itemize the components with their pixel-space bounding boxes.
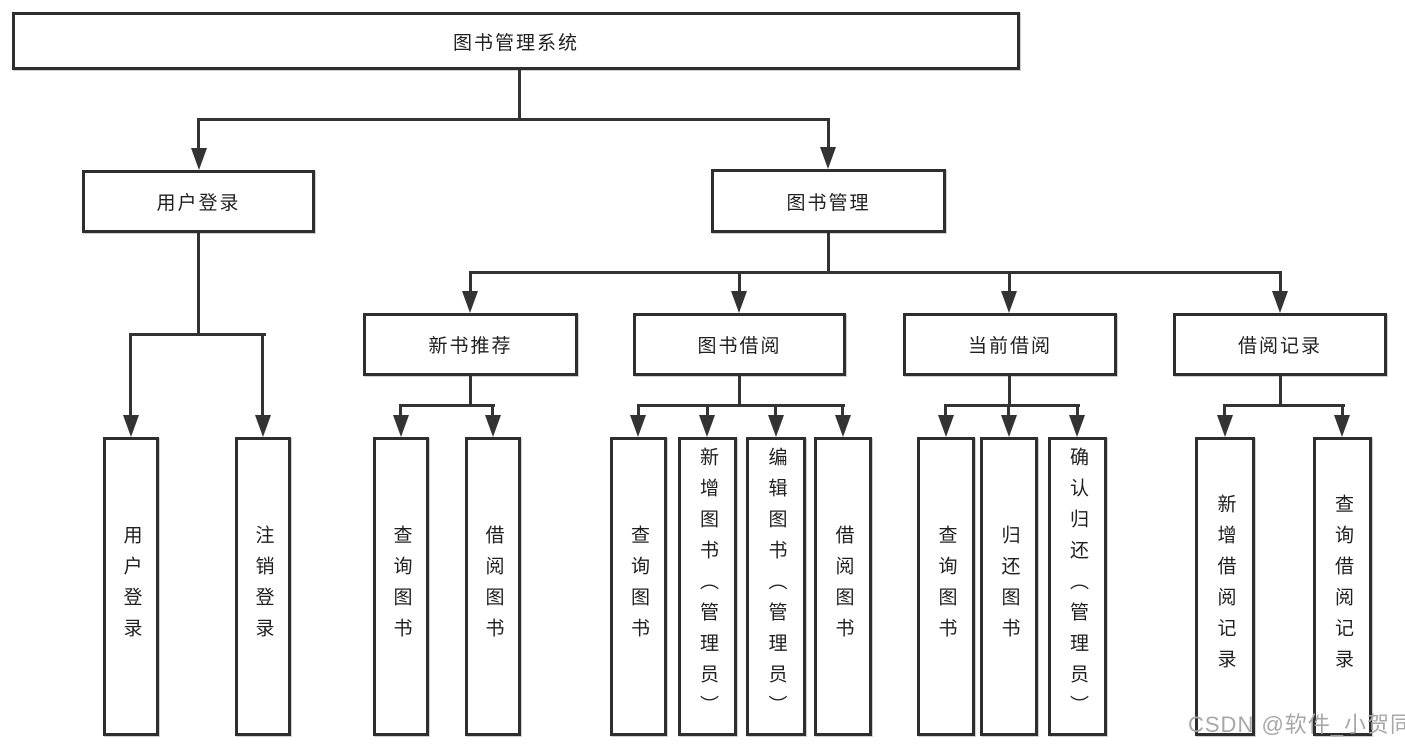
node-leaf-bb-add-books-label: 新增图书（管理员） — [697, 447, 718, 726]
connector-line — [399, 404, 402, 417]
node-leaf-logout-label: 注销登录 — [252, 524, 274, 649]
arrowhead-down-icon — [1001, 291, 1017, 313]
arrowhead-down-icon — [255, 415, 271, 437]
arrowhead-down-icon — [768, 415, 784, 437]
node-leaf-bb-query-books-label: 查询图书 — [628, 524, 649, 649]
node-leaf-br-query-record-label: 查询借阅记录 — [1332, 493, 1353, 680]
connector-line — [827, 118, 830, 149]
connector-line — [1008, 376, 1011, 406]
csdn-watermark: CSDN @软件_小贺同学 — [1188, 712, 1405, 737]
arrowhead-down-icon — [1334, 415, 1350, 437]
node-leaf-bb-edit-books-label: 编辑图书（管理员） — [765, 447, 787, 726]
connector-line — [774, 404, 777, 417]
node-leaf-bb-borrow-books-label: 借阅图书 — [832, 524, 854, 649]
node-leaf-cb-query-books-label: 查询图书 — [935, 524, 957, 649]
connector-line — [129, 333, 266, 336]
connector-line — [261, 333, 264, 415]
node-leaf-bb-edit-books: 编辑图书（管理员） — [746, 437, 806, 736]
connector-line — [706, 404, 709, 417]
arrowhead-down-icon — [462, 291, 478, 313]
arrowhead-down-icon — [123, 415, 139, 437]
node-leaf-cb-return-books-label: 归还图书 — [998, 524, 1020, 649]
arrowhead-down-icon — [191, 148, 207, 170]
connector-line — [1008, 271, 1011, 293]
connector-line — [491, 404, 494, 417]
arrowhead-down-icon — [938, 415, 954, 437]
connector-line — [399, 404, 495, 407]
arrowhead-down-icon — [835, 415, 851, 437]
node-borrowing-records-label: 借阅记录 — [1237, 336, 1322, 357]
arrowhead-down-icon — [1217, 415, 1233, 437]
node-borrowing-records: 借阅记录 — [1173, 313, 1387, 376]
node-leaf-logout: 注销登录 — [235, 437, 291, 736]
connector-line — [637, 404, 845, 407]
node-current-borrowing: 当前借阅 — [903, 313, 1117, 376]
connector-line — [469, 376, 472, 406]
connector-line — [518, 70, 521, 118]
arrowhead-down-icon — [630, 415, 646, 437]
connector-line — [129, 333, 132, 415]
arrowhead-down-icon — [731, 291, 747, 313]
node-current-borrowing-label: 当前借阅 — [967, 336, 1052, 357]
node-leaf-rec-query-books: 查询图书 — [373, 437, 429, 736]
node-user-login: 用户登录 — [82, 170, 315, 233]
connector-line — [197, 118, 200, 150]
connector-line — [637, 404, 640, 417]
node-leaf-user-login-label: 用户登录 — [120, 524, 142, 649]
node-root-label: 图书管理系统 — [452, 32, 579, 54]
connector-line — [1007, 404, 1010, 417]
node-leaf-bb-borrow-books: 借阅图书 — [814, 437, 872, 736]
arrowhead-down-icon — [699, 415, 715, 437]
node-leaf-br-add-record: 新增借阅记录 — [1195, 437, 1255, 736]
node-leaf-bb-add-books: 新增图书（管理员） — [678, 437, 737, 736]
node-leaf-rec-borrow-books: 借阅图书 — [465, 437, 521, 736]
connector-line — [1279, 376, 1282, 406]
arrowhead-down-icon — [820, 147, 836, 169]
node-new-book-recommend-label: 新书推荐 — [428, 336, 513, 357]
node-book-borrowing: 图书借阅 — [633, 313, 846, 376]
connector-line — [1341, 404, 1344, 417]
connector-line — [841, 404, 844, 417]
connector-line — [944, 404, 1080, 407]
node-root: 图书管理系统 — [12, 12, 1020, 70]
node-leaf-bb-query-books: 查询图书 — [610, 437, 667, 736]
connector-line — [197, 118, 830, 121]
connector-line — [1223, 404, 1345, 407]
connector-line — [738, 271, 741, 293]
node-user-login-label: 用户登录 — [156, 193, 241, 214]
connector-line — [944, 404, 947, 417]
arrowhead-down-icon — [1069, 415, 1085, 437]
node-leaf-cb-query-books: 查询图书 — [917, 437, 975, 736]
node-leaf-rec-borrow-books-label: 借阅图书 — [482, 524, 504, 649]
connector-line — [197, 233, 200, 335]
arrowhead-down-icon — [485, 415, 501, 437]
connector-line — [738, 376, 741, 406]
node-new-book-recommend: 新书推荐 — [363, 313, 578, 376]
connector-line — [1076, 404, 1079, 417]
node-book-management: 图书管理 — [711, 169, 946, 233]
arrowhead-down-icon — [1272, 291, 1288, 313]
node-leaf-user-login: 用户登录 — [103, 437, 159, 736]
connector-line — [827, 233, 830, 274]
node-leaf-cb-confirm-return-label: 确认归还（管理员） — [1067, 447, 1088, 726]
node-leaf-cb-confirm-return: 确认归还（管理员） — [1048, 437, 1107, 736]
node-leaf-br-query-record: 查询借阅记录 — [1313, 437, 1372, 736]
node-leaf-rec-query-books-label: 查询图书 — [390, 524, 412, 649]
node-leaf-br-add-record-label: 新增借阅记录 — [1214, 493, 1236, 680]
arrowhead-down-icon — [393, 415, 409, 437]
connector-line — [469, 271, 1282, 274]
connector-line — [1223, 404, 1226, 417]
connector-line — [469, 271, 472, 293]
node-book-management-label: 图书管理 — [786, 192, 871, 214]
arrowhead-down-icon — [1001, 415, 1017, 437]
node-leaf-cb-return-books: 归还图书 — [980, 437, 1038, 736]
node-book-borrowing-label: 图书借阅 — [697, 336, 782, 357]
connector-line — [1279, 271, 1282, 293]
